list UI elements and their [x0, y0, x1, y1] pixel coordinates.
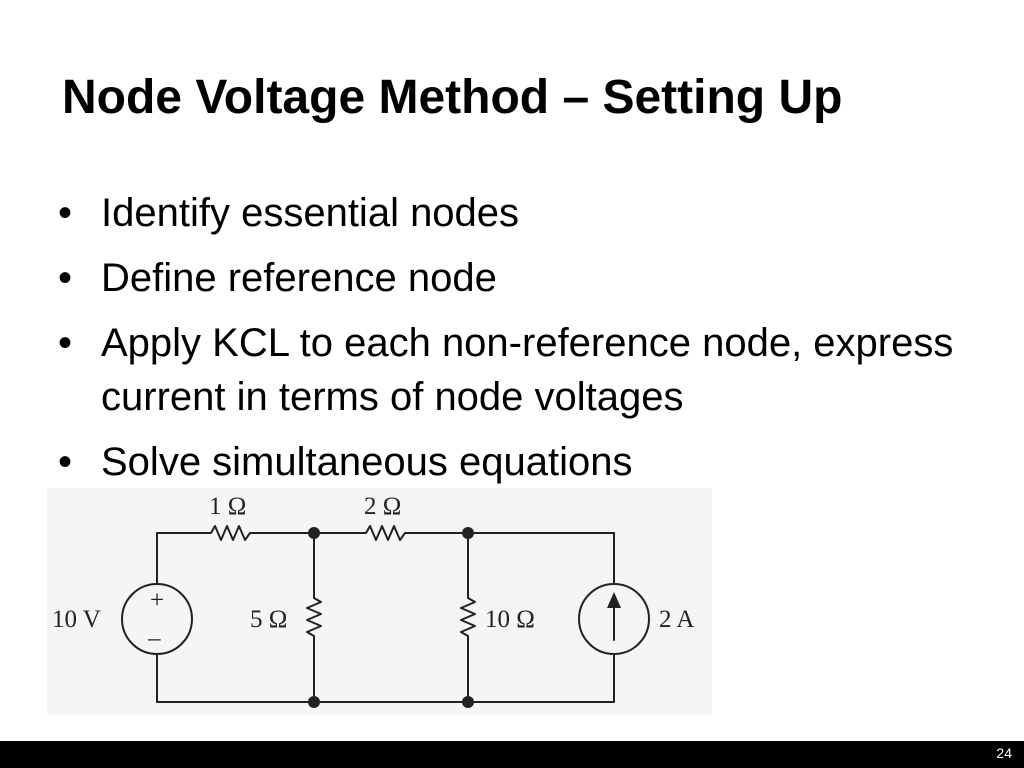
bullet-text: Solve simultaneous equations [101, 440, 633, 484]
plus-sign: + [150, 587, 164, 614]
r4-label: 10 Ω [485, 606, 535, 633]
bullet-item: • Solve simultaneous equations [58, 435, 978, 489]
bullet-marker: • [58, 191, 73, 235]
bullet-marker: • [58, 440, 73, 484]
bullet-item: • Identify essential nodes [58, 186, 978, 240]
bullet-text: Apply KCL to each non-reference node, ex… [101, 321, 954, 419]
bullet-marker: • [58, 321, 73, 365]
slide-title: Node Voltage Method – Setting Up [62, 71, 843, 124]
r2-label: 2 Ω [364, 493, 401, 520]
voltage-source-label: 10 V [52, 606, 101, 633]
circuit-diagram: 1 Ω 2 Ω 5 Ω 10 Ω 10 V 2 A + – [47, 488, 712, 715]
resistor-10-ohm [460, 532, 476, 703]
r3-label: 5 Ω [250, 606, 287, 633]
r1-label: 1 Ω [209, 493, 246, 520]
bullet-text: Define reference node [101, 256, 497, 300]
footer-bar: 24 [0, 741, 1024, 768]
junction-dot [308, 527, 320, 539]
bullet-item: • Define reference node [58, 251, 978, 305]
current-source-circle [578, 583, 650, 655]
current-source-label: 2 A [659, 606, 694, 633]
junction-dot [462, 527, 474, 539]
bullet-marker: • [58, 256, 73, 300]
bullet-text: Identify essential nodes [101, 191, 520, 235]
page-number: 24 [996, 745, 1012, 761]
up-arrow-icon [607, 592, 621, 608]
voltage-source-circle [121, 583, 193, 655]
resistor-5-ohm [306, 532, 322, 703]
junction-dot [308, 696, 320, 708]
bullet-list: • Identify essential nodes • Define refe… [58, 186, 978, 500]
bullet-item: • Apply KCL to each non-reference node, … [58, 316, 978, 424]
junction-dot [462, 696, 474, 708]
minus-sign: – [147, 625, 161, 652]
circuit-svg: 1 Ω 2 Ω 5 Ω 10 Ω 10 V 2 A + – [52, 493, 694, 708]
top-wire [156, 525, 615, 541]
